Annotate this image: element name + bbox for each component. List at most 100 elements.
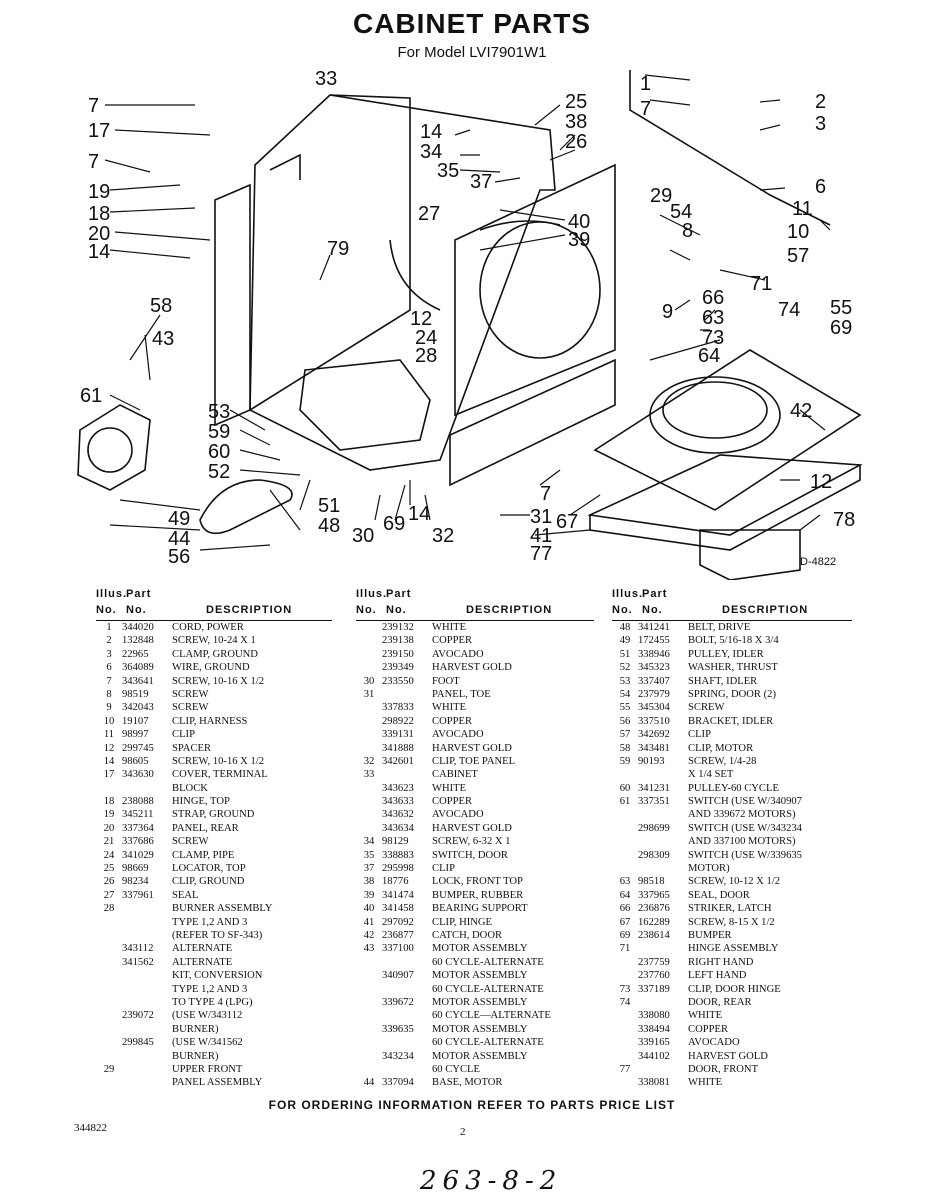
cell-part: 90193	[638, 755, 665, 767]
callout-label: 33	[315, 68, 337, 90]
callout-label: 14	[408, 503, 430, 525]
cell-part: 342043	[122, 702, 154, 714]
callout-label: 10	[787, 221, 809, 243]
cell-desc: White	[432, 622, 467, 633]
cell-illus	[356, 1023, 382, 1036]
cell-part: 337189	[638, 983, 670, 995]
cell-desc: Avocado	[432, 809, 484, 821]
table-row: 39341474Bumper, Rubber	[356, 889, 594, 902]
table-row: 28Burner Assembly	[96, 902, 332, 915]
callout-label: 74	[778, 299, 800, 321]
callout-label: 35	[437, 160, 459, 182]
cell-desc: Motor)	[688, 863, 730, 875]
cell-desc: Bracket, Idler	[688, 715, 774, 727]
cell-desc: White	[688, 1010, 723, 1022]
cell-illus: 35	[363, 849, 375, 861]
cell-part: 343112	[122, 943, 154, 955]
table-row: 33Cabinet	[356, 768, 594, 781]
table-row: 49 172455 Bolt, 5/16-18 x 3/4	[612, 634, 852, 647]
cell-part: 337407	[638, 675, 670, 687]
cell-part	[382, 956, 432, 969]
callout-label: 24	[415, 327, 437, 349]
cell-part	[122, 1063, 172, 1076]
cell-desc: Motor Assembly	[432, 996, 528, 1008]
table-row: 1344020Cord, Power	[96, 621, 332, 634]
cell-part: 98605	[122, 755, 149, 767]
cell-part: 341888	[382, 742, 414, 754]
cell-desc: Harvest Gold	[432, 742, 512, 754]
table-row: 338080 White	[612, 1009, 852, 1022]
cell-desc: Door, Rear	[688, 996, 752, 1008]
callout-label: 44	[168, 528, 190, 550]
cell-part	[638, 768, 688, 781]
cell-desc: Avocado	[432, 729, 484, 741]
ordering-note: FOR ORDERING INFORMATION REFER TO PARTS …	[268, 1098, 676, 1112]
cell-desc: Alternate	[172, 943, 233, 955]
callout-label: 14	[420, 121, 442, 143]
table-row: 5990193Screw, 1/4-28	[612, 755, 852, 768]
cell-part: 338080	[638, 1010, 670, 1022]
cell-desc: Clamp, Pipe	[172, 849, 235, 861]
header-illus-no: No.	[356, 604, 377, 616]
cell-desc: Kit, Conversion	[172, 970, 263, 982]
callout-label: 58	[150, 295, 172, 317]
table-row: 64337965Seal, Door	[612, 889, 852, 902]
callout-label: 27	[418, 203, 440, 225]
cell-desc: Bumper, Rubber	[432, 889, 524, 901]
callout-label: 37	[470, 171, 492, 193]
toe-panel	[449, 358, 616, 487]
cell-illus	[612, 1036, 638, 1049]
cell-part: 337961	[122, 889, 154, 901]
cell-part: 295998	[382, 863, 414, 875]
cell-illus: 73	[619, 983, 631, 995]
cell-desc: White	[432, 782, 467, 794]
callout-label: 2	[815, 91, 826, 113]
cell-part: 343641	[122, 675, 154, 687]
table-row: 51338946Pulley, Idler	[612, 648, 852, 661]
table-row: Burner)	[96, 1023, 332, 1036]
callout-label: 18	[88, 203, 110, 225]
table-row: 6364089Wire, Ground	[96, 661, 332, 674]
cell-desc: Base, Motor	[432, 1077, 503, 1089]
header-illus: Illus.	[96, 588, 128, 600]
cell-illus: 49	[619, 635, 631, 647]
table-row: 343623White	[356, 782, 594, 795]
cell-part: 18776	[382, 876, 409, 888]
cell-illus: 77	[619, 1063, 631, 1075]
cell-desc: and 339672 Motors)	[688, 809, 796, 821]
cell-desc: Foot	[432, 675, 460, 687]
callout-label: 7	[540, 483, 551, 505]
cell-part	[638, 808, 688, 821]
table-row: 18238088Hinge, Top	[96, 795, 332, 808]
cell-desc: Avocado	[432, 648, 484, 660]
table-row: Type 1,2 and 3	[96, 916, 332, 929]
door-seal	[649, 376, 781, 454]
cell-desc: Strap, Ground	[172, 809, 255, 821]
cell-part: 344020	[122, 622, 154, 633]
table-row: 57342692Clip	[612, 728, 852, 741]
table-row: Panel Assembly	[96, 1076, 332, 1089]
table-row: 40341458Bearing Support	[356, 902, 594, 915]
cell-desc: Switch (Use w/343234	[688, 822, 802, 834]
cell-part: 162289	[638, 916, 670, 928]
table-row: 239072(Use w/343112	[96, 1009, 332, 1022]
cell-part	[122, 969, 172, 982]
callout-label: 55	[830, 297, 852, 319]
callout-label: 43	[152, 328, 174, 350]
cell-part: 172455	[638, 635, 670, 647]
cell-part: 132848	[122, 635, 154, 647]
cell-desc: Switch, Door	[432, 849, 508, 861]
cell-desc: Bolt, 5/16-18 x 3/4	[688, 635, 779, 647]
table-row: 239349Harvest Gold	[356, 661, 594, 674]
callout-label: 79	[327, 238, 349, 260]
cell-illus	[356, 983, 382, 996]
callout-label: 8	[682, 220, 693, 242]
table-row: (Refer to SF-343)	[96, 929, 332, 942]
cell-part: 339131	[382, 729, 414, 741]
table-row: Burner)	[96, 1050, 332, 1063]
cell-illus	[356, 621, 382, 634]
header-illus: Illus.	[356, 588, 388, 600]
table-row: 73337189Clip, Door Hinge	[612, 983, 852, 996]
cell-part: 343632	[382, 809, 414, 821]
cell-part: 239072	[122, 1010, 154, 1022]
